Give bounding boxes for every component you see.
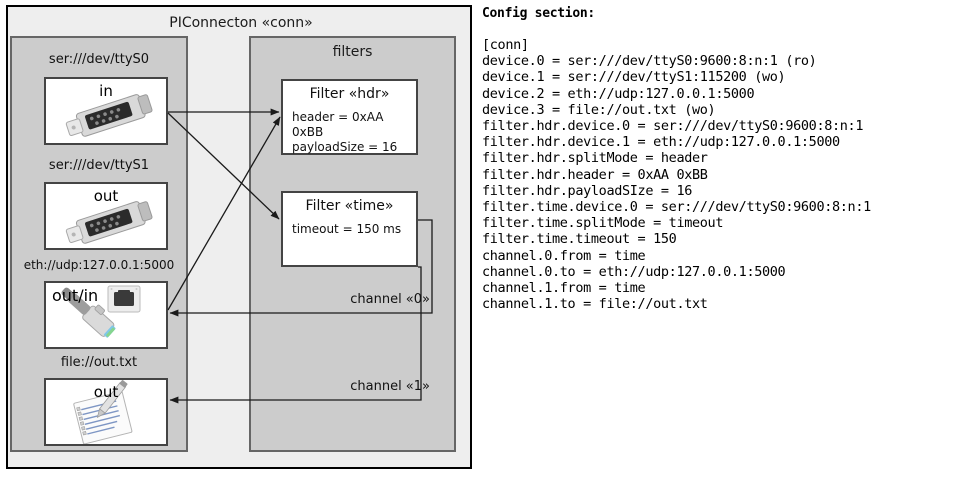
device-box-serial-0[interactable]: in [44, 77, 168, 145]
filters-panel-title: filters [332, 44, 373, 60]
config-heading: Config section: [482, 6, 595, 21]
ethernet-plug-icon [61, 285, 141, 338]
channel-label-1: channel «1» [350, 379, 430, 394]
config-section: Config section: [conn] device.0 = ser://… [482, 6, 960, 312]
device-box-serial-1[interactable]: out [44, 182, 168, 250]
text-file-icon [73, 380, 133, 444]
component-title: PIConnecton «conn» [169, 15, 313, 31]
device-box-file[interactable]: out [44, 378, 168, 446]
filter-hdr-attr-0: header = 0xAA 0xBB [292, 110, 384, 139]
device-label-3: file://out.txt [60, 355, 138, 370]
device-direction-1: out [93, 187, 119, 205]
filter-hdr-attr-1: payloadSize = 16 [292, 140, 398, 154]
serial-port-icon [65, 94, 153, 137]
serial-port-icon [65, 201, 153, 244]
channel-label-0: channel «0» [350, 292, 430, 307]
device-direction-2: out/in [52, 286, 99, 305]
filter-box-time[interactable]: Filter «time» timeout = 150 ms [281, 191, 418, 267]
device-label-2: eth://udp:127.0.0.1:5000 [23, 258, 175, 272]
device-label-0: ser:///dev/ttyS0 [48, 52, 150, 67]
filter-time-attr-0: timeout = 150 ms [292, 222, 402, 236]
config-body: [conn] device.0 = ser:///dev/ttyS0:9600:… [482, 37, 871, 313]
device-direction-3: out [93, 383, 119, 401]
device-direction-0: in [99, 82, 113, 100]
filter-hdr-attrs: header = 0xAA 0xBB payloadSize = 16 [292, 110, 416, 155]
filter-box-hdr[interactable]: Filter «hdr» header = 0xAA 0xBB payloadS… [281, 79, 418, 155]
filter-time-attrs: timeout = 150 ms [292, 222, 401, 237]
filter-hdr-title: Filter «hdr» [309, 86, 390, 102]
filter-time-title: Filter «time» [305, 198, 394, 214]
device-label-1: ser:///dev/ttyS1 [48, 158, 150, 173]
device-box-ethernet[interactable]: out/in [44, 281, 168, 349]
